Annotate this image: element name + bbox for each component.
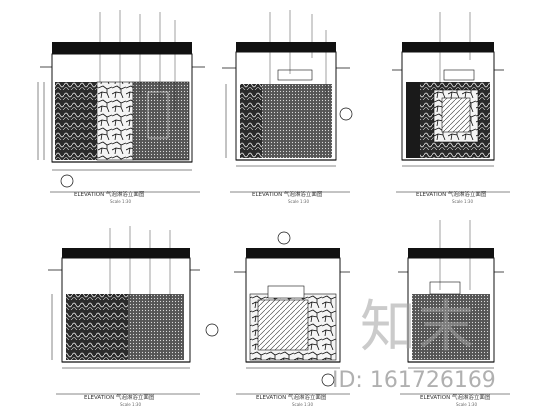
elevation-3-caption: ELEVATION 气泡淋浴立面图 [416, 192, 487, 198]
elevation-5-caption: ELEVATION 气泡淋浴立面图 [256, 395, 327, 401]
elevation-3-scale: Scale 1:30 [452, 199, 474, 204]
elevation-1 [37, 10, 205, 193]
elevation-3 [392, 12, 510, 193]
elevation-4 [48, 226, 219, 395]
elevation-5-scale: Scale 1:30 [292, 402, 314, 407]
elevation-5 [234, 231, 350, 395]
elevation-6 [398, 220, 510, 395]
elevation-2-scale: Scale 1:30 [288, 199, 310, 204]
elevation-1-scale: Scale 1:30 [110, 199, 132, 204]
elevation-6-caption: ELEVATION 气泡淋浴立面图 [420, 395, 491, 401]
elevation-2-caption: ELEVATION 气泡淋浴立面图 [252, 192, 323, 198]
elevation-6-scale: Scale 1:30 [456, 402, 478, 407]
elevation-4-scale: Scale 1:30 [120, 402, 142, 407]
elevation-4-caption: ELEVATION 气泡淋浴立面图 [84, 395, 155, 401]
elevation-2 [222, 10, 353, 193]
elevation-1-caption: ELEVATION 气泡淋浴立面图 [74, 192, 145, 198]
